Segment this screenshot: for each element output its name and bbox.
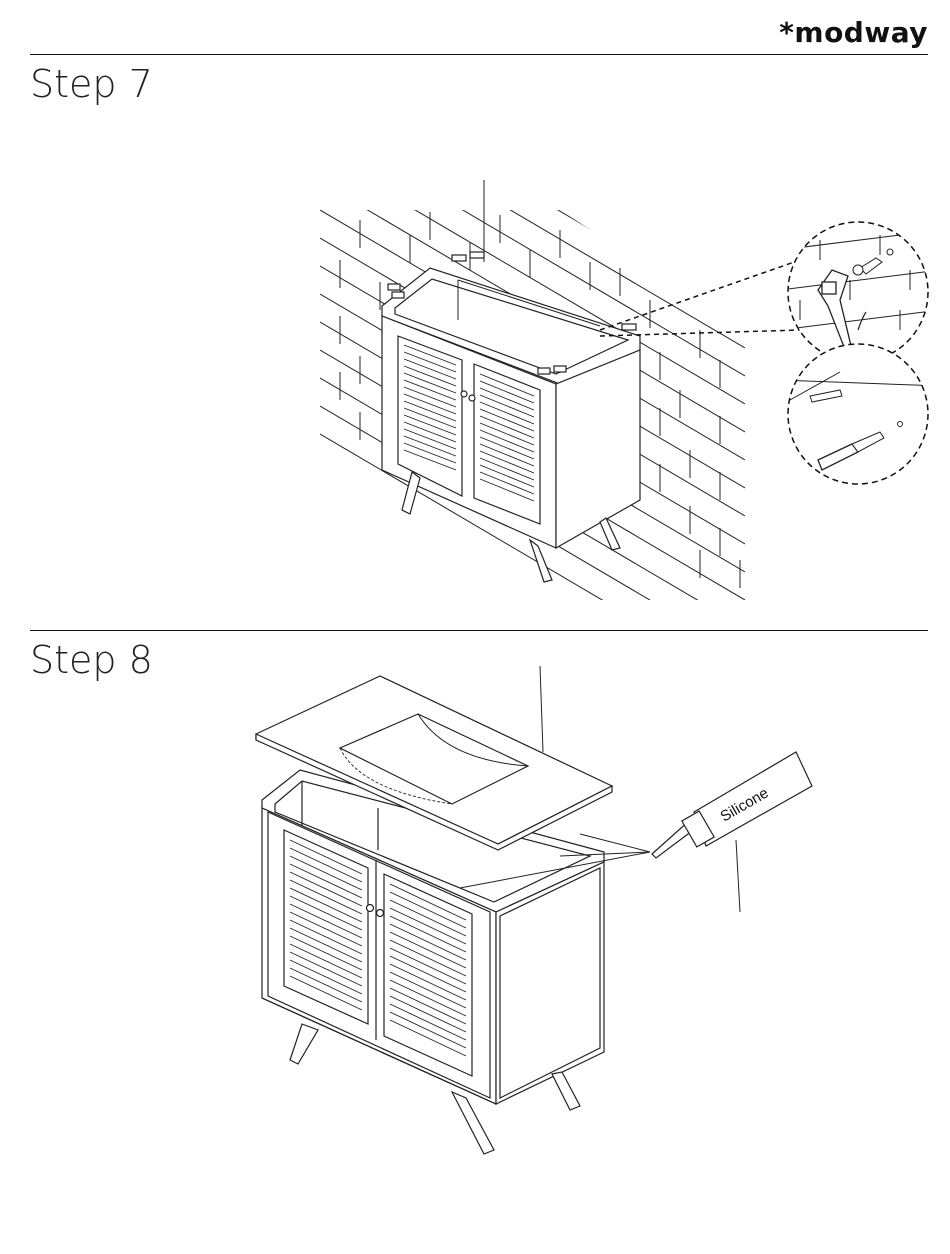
silicone-label: Silicone — [718, 784, 772, 825]
step-7-illustration — [0, 0, 950, 630]
cabinet-step8 — [262, 770, 604, 1154]
section-divider — [30, 630, 928, 631]
vanity-top — [256, 676, 612, 850]
detail-circle-top — [780, 222, 940, 362]
step-8-title: Step 8 — [30, 638, 153, 682]
silicone-tube — [652, 752, 812, 858]
cabinet-step7 — [382, 252, 640, 582]
detail-circle-bottom — [780, 344, 940, 484]
